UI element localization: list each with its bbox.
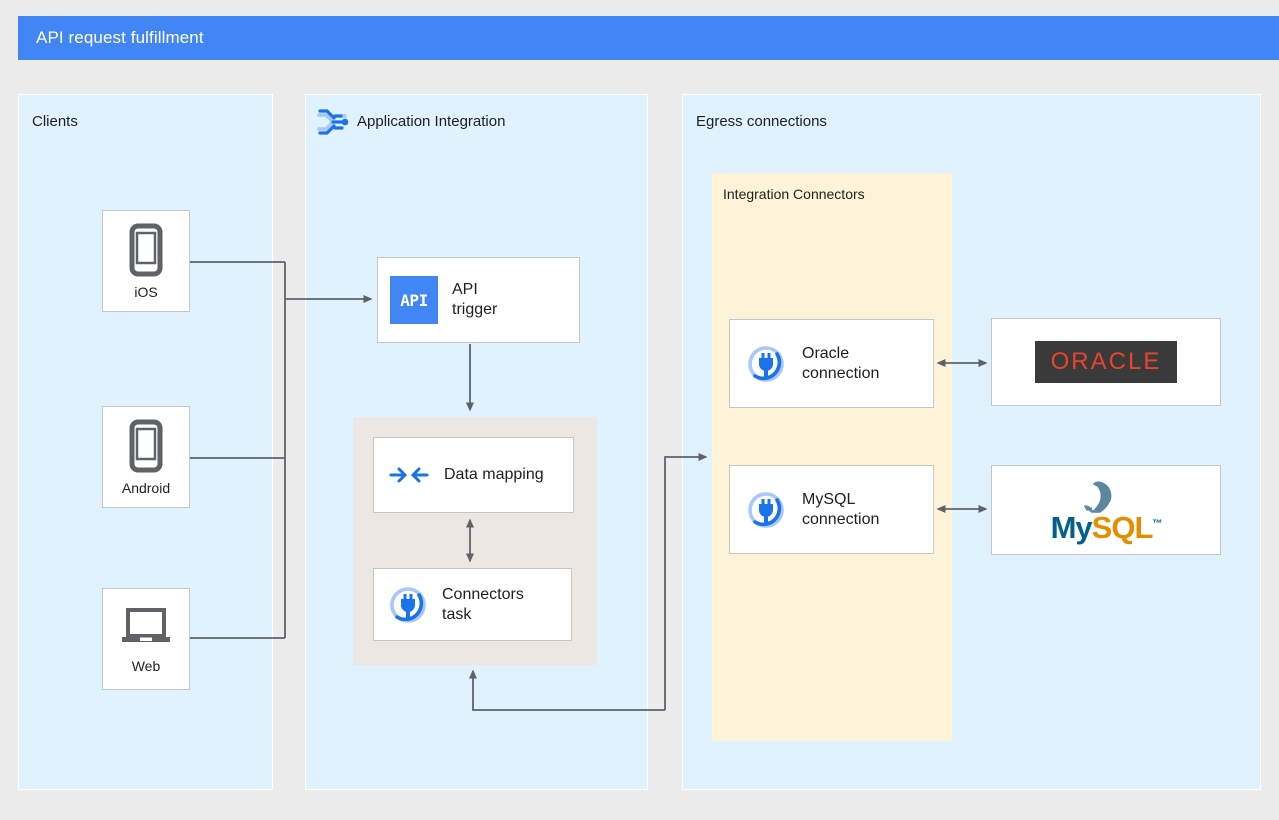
connectors-plug-icon [744, 491, 788, 529]
client-card-web-label: Web [131, 658, 161, 674]
task-card-data-mapping[interactable]: Data mapping [373, 437, 574, 513]
panel-integration-connectors [712, 173, 952, 741]
task-card-api-trigger[interactable]: API API trigger [377, 257, 580, 343]
task-card-data-mapping-label: Data mapping [444, 466, 544, 483]
backend-card-oracle: ORACLE [991, 318, 1221, 406]
backend-card-mysql: MySQL™ [991, 465, 1221, 555]
connection-card-mysql[interactable]: MySQL connection [729, 465, 934, 554]
panel-egress-label: Egress connections [696, 113, 827, 130]
client-card-web[interactable]: Web [102, 588, 190, 690]
client-card-android[interactable]: Android [102, 406, 190, 508]
task-card-api-trigger-label: API trigger [452, 281, 498, 318]
client-card-ios-label: iOS [134, 284, 158, 300]
connectors-plug-icon [744, 345, 788, 383]
api-trigger-icon: API [390, 276, 438, 324]
connectors-plug-icon [386, 586, 430, 624]
connection-card-mysql-label: MySQL connection [802, 490, 880, 528]
laptop-icon [118, 604, 174, 652]
oracle-logo-text: ORACLE [1050, 348, 1162, 375]
phone-icon [124, 418, 168, 474]
mysql-my-text: My [1050, 509, 1093, 545]
task-card-connectors[interactable]: Connectors task [373, 568, 572, 641]
data-mapping-icon [386, 462, 432, 488]
page-title: API request fulfillment [36, 28, 204, 47]
mysql-tm-text: ™ [1152, 518, 1162, 530]
connection-card-oracle[interactable]: Oracle connection [729, 319, 934, 408]
client-card-ios[interactable]: iOS [102, 210, 190, 312]
task-card-connectors-label: Connectors task [442, 585, 524, 623]
connection-card-oracle-label: Oracle connection [802, 344, 880, 382]
panel-application-integration-label: Application Integration [357, 113, 506, 130]
phone-icon [124, 222, 168, 278]
oracle-logo: ORACLE [1034, 341, 1178, 383]
mysql-logo: MySQL™ [1042, 478, 1170, 543]
panel-integration-connectors-label: Integration Connectors [723, 186, 865, 202]
mysql-sql-text: SQL [1091, 509, 1154, 545]
panel-clients-label: Clients [32, 113, 78, 130]
diagram-header: API request fulfillment [18, 16, 1279, 60]
mysql-wordmark: MySQL™ [1050, 509, 1163, 545]
application-integration-icon [316, 106, 350, 138]
client-card-android-label: Android [121, 480, 171, 496]
